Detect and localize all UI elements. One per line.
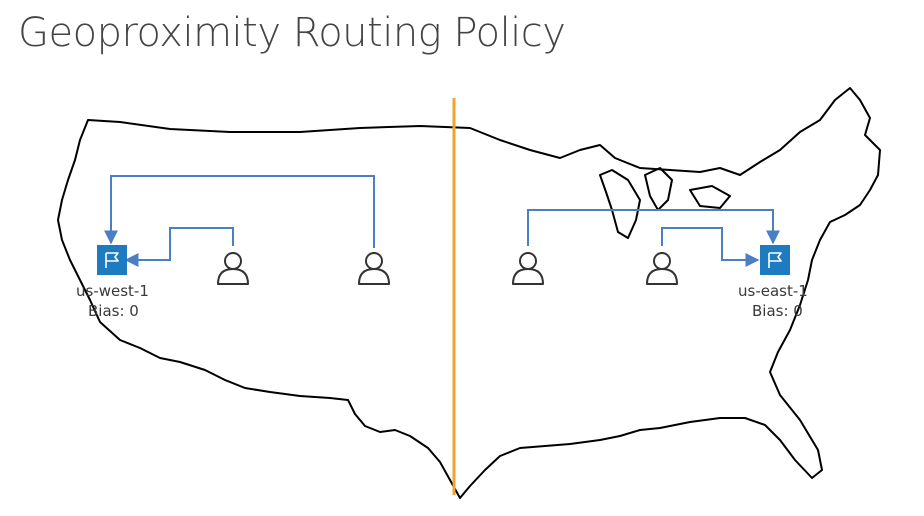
user-icon-east-far: [512, 252, 544, 285]
region-bias-west: Bias: 0: [88, 302, 139, 320]
east-route-far: [527, 209, 780, 246]
region-bias-east: Bias: 0: [752, 302, 803, 320]
user-icon-west-near: [217, 252, 249, 285]
great-lakes-outline: [599, 167, 731, 239]
user-icon-east-near: [646, 252, 678, 285]
page-title: Geoproximity Routing Policy: [18, 10, 566, 56]
region-icon-west: [97, 245, 127, 275]
west-route-near: [124, 227, 234, 267]
west-route-far: [104, 175, 375, 248]
east-route-near: [661, 227, 760, 267]
user-icon-west-far: [358, 252, 390, 285]
us-map-outline: [57, 87, 881, 499]
region-icon-east: [760, 245, 790, 275]
region-name-east: us-east-1: [738, 282, 808, 300]
region-name-west: us-west-1: [76, 282, 149, 300]
